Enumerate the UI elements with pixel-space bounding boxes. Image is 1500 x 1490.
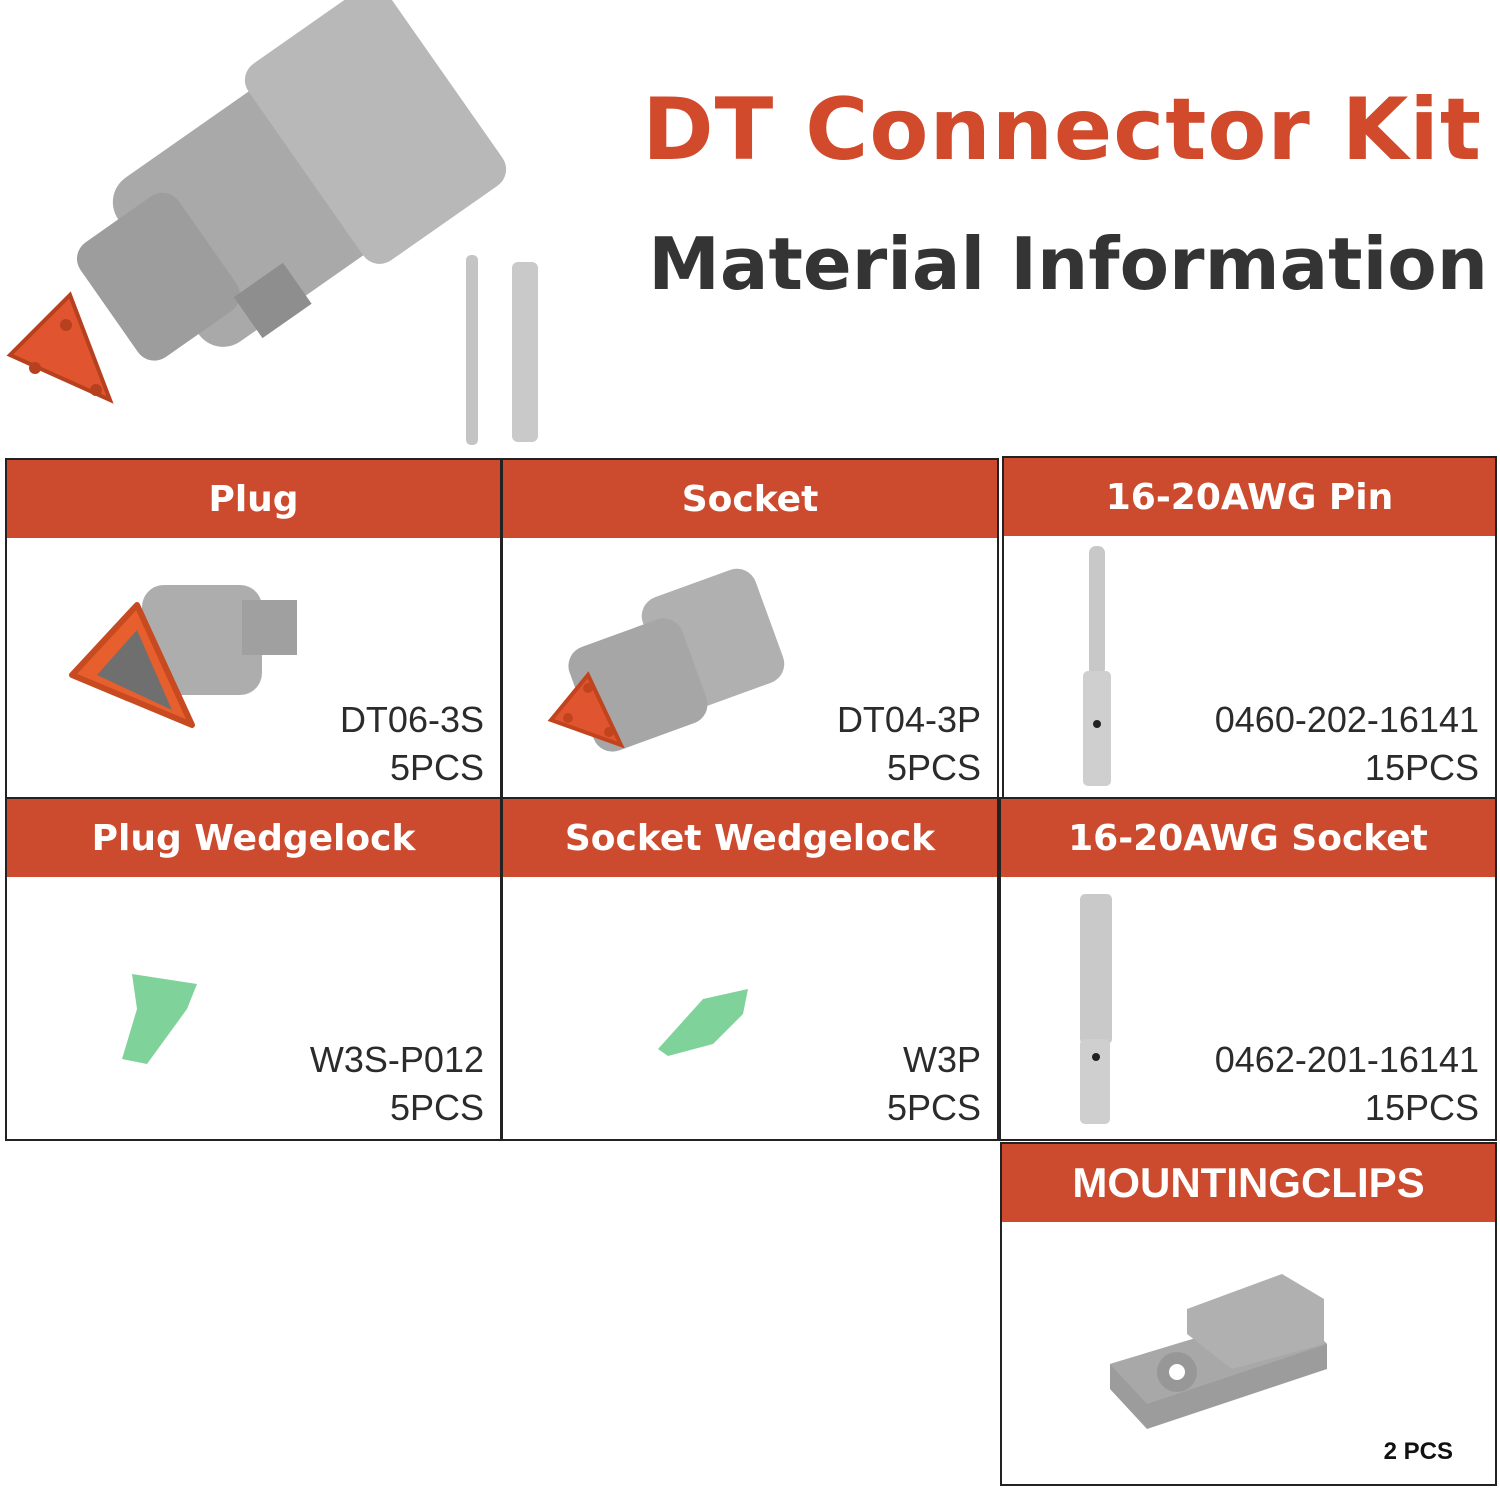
plug-wedgelock-image [122,974,197,1064]
socket-contact-image [1080,894,1112,1124]
item-name: Socket [503,460,997,538]
hero-connector-image [6,0,538,445]
mounting-clip-image [1110,1274,1327,1429]
item-name: MOUNTINGCLIPS [1002,1144,1495,1222]
item-qty: 15PCS [1364,747,1479,788]
item-qty: 2 PCS [1383,1438,1453,1465]
page-title: DT Connector Kit [642,80,1482,180]
socket-wedgelock-image [658,989,748,1056]
item-qty: 15PCS [1364,1087,1479,1128]
item-card-mounting-clips: MOUNTINGCLIPS 2 PCS [1000,1142,1497,1486]
item-code: W3S-P012 [309,1039,484,1080]
item-name: Socket Wedgelock [503,799,997,877]
item-card-plug-wedgelock: Plug Wedgelock W3S-P012 5PCS [5,797,502,1141]
item-qty: 5PCS [886,747,981,788]
pin-image [1083,546,1111,786]
item-code: DT06-3S [339,699,484,740]
item-code: DT04-3P [836,699,981,740]
item-qty: 5PCS [886,1087,981,1128]
pin-icon [466,255,478,445]
page-subtitle: Material Information [648,222,1488,306]
item-name: 16-20AWG Socket [1001,799,1495,877]
plug-image [69,585,297,728]
item-code: W3P [902,1039,981,1080]
item-name: Plug [7,460,500,538]
item-card-plug: Plug DT06-3S 5PCS [5,458,502,799]
item-code: 0460-202-16141 [1214,699,1479,740]
item-qty: 5PCS [389,747,484,788]
item-code: 0462-201-16141 [1214,1039,1479,1080]
item-card-socket-contact: 16-20AWG Socket 0462-201-16141 15PCS [999,797,1497,1141]
item-name: Plug Wedgelock [7,799,500,877]
item-card-socket-wedgelock: Socket Wedgelock W3P 5PCS [501,797,999,1141]
item-qty: 5PCS [389,1087,484,1128]
item-card-pin: 16-20AWG Pin 0460-202-16141 15PCS [1002,456,1497,799]
item-card-socket: Socket DT04-3P 5PCS [501,458,999,799]
item-name: 16-20AWG Pin [1004,458,1495,536]
socket-pin-icon [512,262,538,442]
socket-image [547,568,785,752]
